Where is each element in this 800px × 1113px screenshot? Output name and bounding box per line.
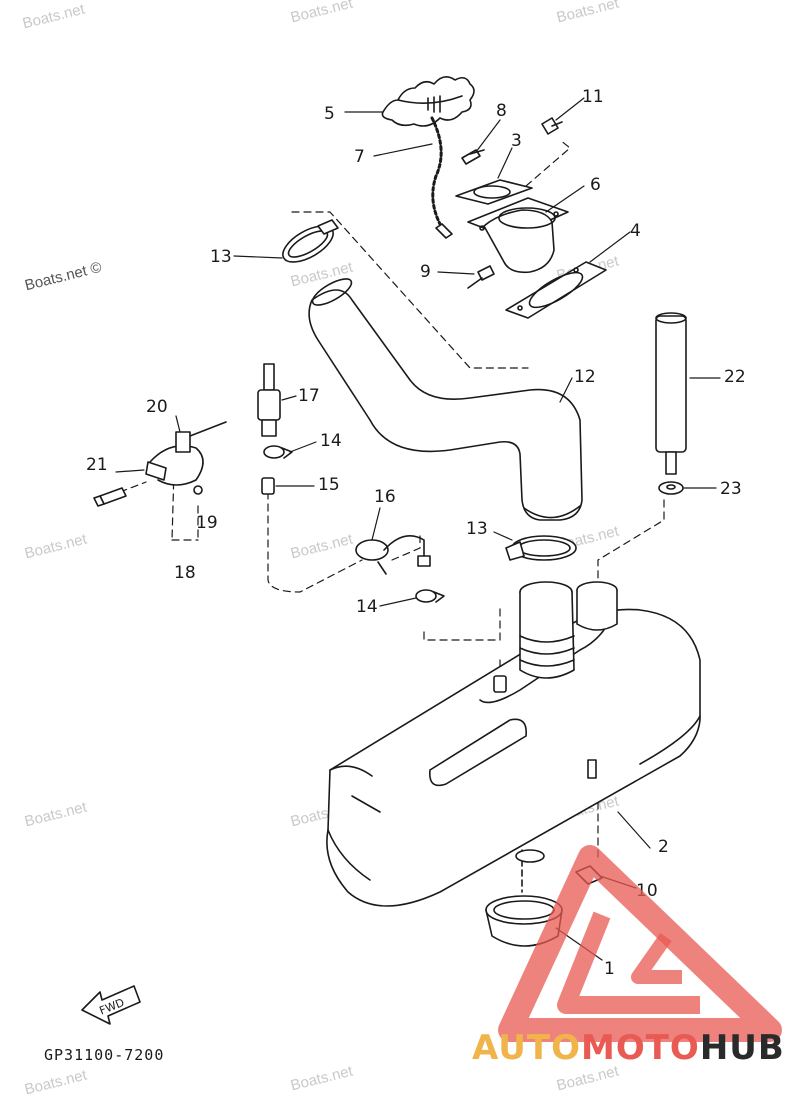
callout-3: 3 bbox=[511, 131, 522, 151]
callout-1: 1 bbox=[604, 959, 615, 979]
callout-16: 16 bbox=[374, 487, 396, 507]
screw-11 bbox=[541, 117, 563, 135]
brand-part-moto: MOTO bbox=[580, 1028, 700, 1068]
callout-labels: 1 2 3 4 5 6 7 8 9 10 11 12 13 13 14 14 1… bbox=[86, 87, 746, 979]
bracket bbox=[145, 421, 227, 495]
small-clamp-lower bbox=[415, 589, 445, 603]
brand-wordmark: AUTOMOTOHUB bbox=[472, 1028, 785, 1068]
callout-13-upper: 13 bbox=[210, 247, 232, 267]
vent-valve bbox=[257, 363, 281, 437]
callout-5: 5 bbox=[324, 104, 335, 124]
filler-cap bbox=[381, 76, 475, 127]
callout-22: 22 bbox=[724, 367, 746, 387]
filler-neck bbox=[467, 197, 569, 274]
callout-4: 4 bbox=[630, 221, 641, 241]
hose-clamp-upper bbox=[282, 219, 339, 263]
callout-2: 2 bbox=[658, 837, 669, 857]
screw bbox=[461, 149, 485, 165]
callout-17: 17 bbox=[298, 386, 320, 406]
brand-part-auto: AUTO bbox=[472, 1028, 581, 1068]
pin bbox=[93, 487, 127, 507]
callout-18: 18 bbox=[174, 563, 196, 583]
filler-hose bbox=[308, 278, 583, 521]
callout-12: 12 bbox=[574, 367, 596, 387]
callout-7: 7 bbox=[354, 147, 365, 167]
hose-clamp-16 bbox=[355, 534, 431, 575]
vent-nipple bbox=[493, 675, 507, 693]
small-clamp bbox=[263, 445, 293, 459]
tank-filler-boss bbox=[519, 581, 575, 679]
callout-23: 23 bbox=[720, 479, 742, 499]
callout-19: 19 bbox=[196, 513, 218, 533]
automotohub-logo-icon bbox=[498, 845, 782, 1042]
hose-clamp-lower bbox=[505, 535, 577, 561]
bolt bbox=[467, 265, 495, 289]
diagram-code: GP31100-7200 bbox=[44, 1046, 165, 1064]
neck-gasket bbox=[505, 261, 607, 319]
callout-13-lower: 13 bbox=[466, 519, 488, 539]
callout-20: 20 bbox=[146, 397, 168, 417]
callout-14-upper: 14 bbox=[320, 431, 342, 451]
callout-15: 15 bbox=[318, 475, 340, 495]
fwd-arrow-icon bbox=[81, 985, 141, 1025]
vent-hose bbox=[261, 477, 275, 495]
gasket bbox=[455, 179, 533, 205]
vent-boss bbox=[576, 581, 618, 631]
callout-6: 6 bbox=[590, 175, 601, 195]
callout-9: 9 bbox=[420, 262, 431, 282]
tube bbox=[655, 312, 687, 475]
callout-21: 21 bbox=[86, 455, 108, 475]
washer bbox=[658, 481, 684, 495]
callout-8: 8 bbox=[496, 101, 507, 121]
callout-14-lower: 14 bbox=[356, 597, 378, 617]
callout-11: 11 bbox=[582, 87, 604, 107]
brand-part-hub: HUB bbox=[699, 1028, 785, 1068]
cap-chain bbox=[430, 116, 453, 239]
